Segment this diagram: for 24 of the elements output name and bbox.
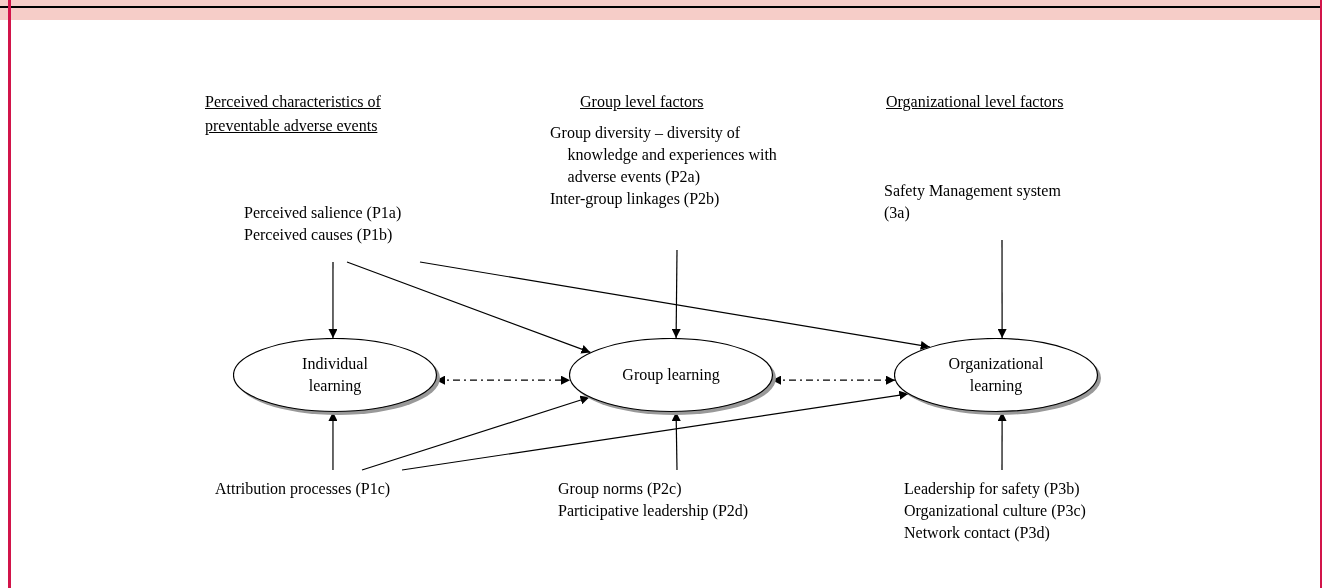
column-heading: Organizational level factors [886, 93, 1064, 110]
factor-text: Participative leadership (P2d) [558, 501, 749, 522]
arrow [361, 395, 590, 471]
arrow [671, 249, 681, 339]
factor-text: Inter-group linkages (P2b) [550, 189, 720, 210]
column-heading: Perceived characteristics of preventable adverse events [205, 93, 381, 134]
node-label: Organizational learning [947, 354, 1045, 397]
arrow [401, 390, 909, 471]
factor-text: Group diversity – diversity of knowledge and experiences with adverse events (P2a) [550, 123, 778, 188]
arrow [997, 239, 1007, 339]
node-label: Group learning [621, 365, 721, 386]
arrow [419, 261, 931, 350]
factor-text: Perceived salience (P1a) [244, 203, 402, 224]
node-label: Individual learning [301, 354, 369, 397]
factor-text: Group norms (P2c) [558, 479, 682, 500]
factor-text: Attribution processes (P1c) [215, 479, 391, 500]
factor-text: Leadership for safety (P3b) [904, 479, 1080, 500]
factor-text: Network contact (P3d) [904, 523, 1050, 544]
factor-text: Organizational culture (P3c) [904, 501, 1086, 522]
arrow [328, 261, 338, 339]
column-heading: Group level factors [580, 93, 704, 110]
factor-text: Perceived causes (P1b) [244, 225, 393, 246]
arrow [346, 261, 591, 354]
factor-text: Safety Management system (3a) [884, 181, 1062, 224]
